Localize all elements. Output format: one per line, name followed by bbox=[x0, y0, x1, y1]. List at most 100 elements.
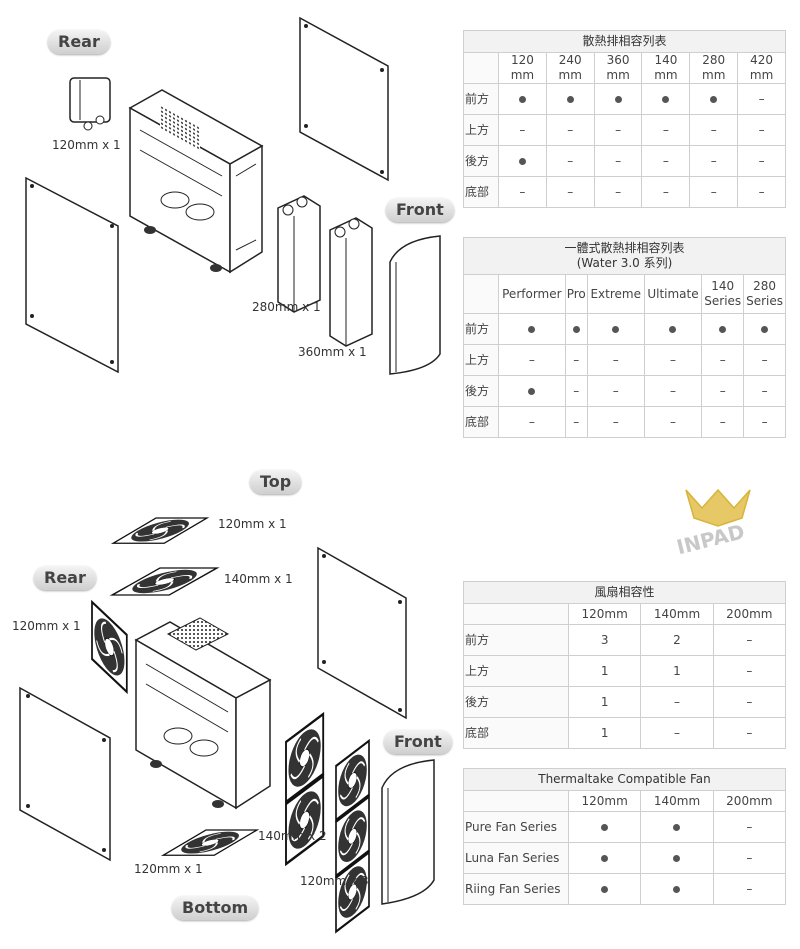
table-cell: – bbox=[498, 406, 566, 438]
supported-dot-icon bbox=[498, 375, 566, 407]
supported-dot-icon bbox=[564, 313, 588, 345]
table-cell: – bbox=[586, 406, 645, 438]
col-head: Performer bbox=[498, 274, 566, 314]
supported-dot-icon bbox=[643, 313, 703, 345]
top-fan-120 bbox=[111, 516, 209, 545]
supported-dot-icon bbox=[586, 313, 645, 345]
table-cell: – bbox=[593, 145, 643, 177]
owl-emblem-icon bbox=[685, 488, 751, 527]
front-panel-2 bbox=[381, 759, 435, 905]
row-label: 上方 bbox=[463, 114, 499, 146]
supported-dot-icon bbox=[640, 811, 714, 843]
table-cell: – bbox=[743, 375, 786, 407]
caption-front-fan-140: 140mm x 2 bbox=[258, 829, 327, 843]
table-cell: – bbox=[641, 114, 691, 146]
table-cell: – bbox=[545, 176, 595, 208]
table-cell: 3 bbox=[567, 624, 642, 656]
front-fans-120x3 bbox=[334, 739, 371, 934]
table-row: 前方 bbox=[463, 313, 786, 345]
table-title: 散熱排相容列表 bbox=[463, 30, 786, 53]
supported-dot-icon bbox=[640, 873, 714, 905]
supported-dot-icon bbox=[701, 313, 745, 345]
row-label: 後方 bbox=[463, 145, 499, 177]
caption-280-radiator: 280mm x 1 bbox=[252, 300, 321, 314]
table-cell: – bbox=[643, 375, 703, 407]
table-cell: – bbox=[689, 145, 739, 177]
supported-dot-icon bbox=[498, 83, 547, 115]
table-cell: – bbox=[712, 842, 787, 874]
side-panel-right bbox=[299, 16, 389, 182]
col-head: 200mm bbox=[712, 603, 787, 625]
table-row: 上方–––––– bbox=[463, 114, 786, 146]
aio-compat-table: 一體式散熱排相容列表(Water 3.0 系列) Performer Pro E… bbox=[463, 237, 786, 438]
table-cell: – bbox=[712, 655, 787, 687]
table-cell: – bbox=[640, 686, 714, 718]
supported-dot-icon bbox=[567, 811, 642, 843]
table-row: Luna Fan Series– bbox=[463, 842, 787, 874]
caption-top-fan-140: 140mm x 1 bbox=[224, 572, 293, 586]
bottom-fan-120 bbox=[161, 828, 259, 857]
table-cell: – bbox=[737, 145, 786, 177]
supported-dot-icon bbox=[593, 83, 643, 115]
thermaltake-fan-table: Thermaltake Compatible Fan 120mm 140mm 2… bbox=[463, 768, 787, 905]
col-head: Ultimate bbox=[643, 274, 703, 314]
fan-diagram bbox=[19, 516, 435, 934]
label-rear-2: Rear bbox=[34, 566, 96, 590]
rear-fan-120 bbox=[90, 600, 129, 694]
caption-bottom-fan: 120mm x 1 bbox=[134, 862, 203, 876]
table-cell: – bbox=[643, 344, 703, 376]
table-title: Thermaltake Compatible Fan bbox=[463, 768, 786, 791]
row-label: 上方 bbox=[463, 344, 499, 376]
table-cell: – bbox=[643, 406, 703, 438]
table-cell: – bbox=[564, 344, 588, 376]
side-panel-left-2 bbox=[19, 686, 111, 862]
table-title: 風扇相容性 bbox=[463, 581, 786, 604]
table-row: 底部–––––– bbox=[463, 176, 786, 208]
table-cell: – bbox=[737, 83, 786, 115]
table-cell: – bbox=[641, 145, 691, 177]
table-cell: 1 bbox=[567, 686, 642, 718]
table-row: Riing Fan Series– bbox=[463, 873, 787, 905]
col-head: 120mm bbox=[567, 790, 642, 812]
table-cell: – bbox=[701, 406, 745, 438]
row-label: 底部 bbox=[463, 176, 499, 208]
table-cell: – bbox=[701, 375, 745, 407]
row-label: 後方 bbox=[463, 686, 569, 718]
supported-dot-icon bbox=[567, 873, 642, 905]
col-head: 140mm bbox=[640, 603, 714, 625]
table-cell: – bbox=[737, 176, 786, 208]
table-cell: – bbox=[545, 114, 595, 146]
table-cell: – bbox=[498, 114, 547, 146]
table-cell: – bbox=[712, 873, 787, 905]
watermark-text: INPAD bbox=[674, 519, 747, 554]
caption-rear-radiator: 120mm x 1 bbox=[52, 138, 121, 152]
table-row: 前方– bbox=[463, 83, 786, 115]
supported-dot-icon bbox=[498, 313, 566, 345]
row-label: 後方 bbox=[463, 375, 499, 407]
table-cell: – bbox=[689, 176, 739, 208]
table-cell: – bbox=[564, 375, 588, 407]
row-label: 上方 bbox=[463, 655, 569, 687]
table-cell: – bbox=[640, 717, 714, 749]
row-label: Pure Fan Series bbox=[463, 811, 569, 843]
label-top: Top bbox=[250, 470, 302, 494]
case-body bbox=[128, 89, 264, 274]
table-row: Pure Fan Series– bbox=[463, 811, 787, 843]
rear-radiator-120 bbox=[69, 77, 111, 131]
label-rear: Rear bbox=[48, 30, 110, 54]
supported-dot-icon bbox=[640, 842, 714, 874]
case-body-2 bbox=[134, 617, 272, 810]
row-label: 前方 bbox=[463, 313, 499, 345]
caption-top-fan-120: 120mm x 1 bbox=[218, 517, 287, 531]
table-cell: – bbox=[593, 176, 643, 208]
supported-dot-icon bbox=[545, 83, 595, 115]
row-label: 底部 bbox=[463, 406, 499, 438]
